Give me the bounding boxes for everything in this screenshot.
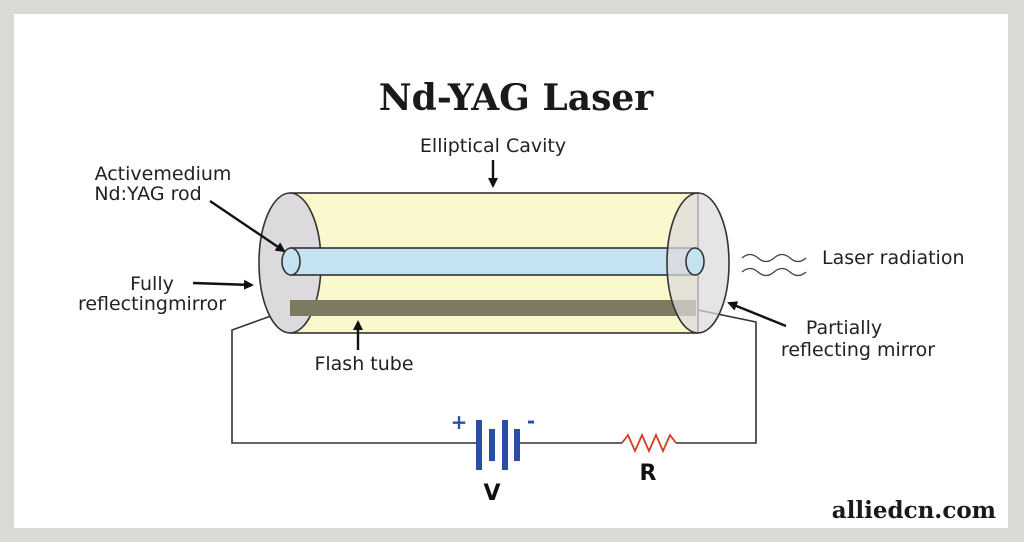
diagram-frame: Nd-YAG Laser + - V R Ellipt bbox=[14, 14, 1008, 528]
left-wire bbox=[231, 311, 476, 444]
flash-tube-label: Flash tube bbox=[314, 353, 413, 375]
laser-radiation-icon bbox=[741, 253, 807, 277]
laser-radiation-label: Laser radiation bbox=[822, 247, 965, 269]
rod-left-end bbox=[281, 247, 301, 276]
positive-terminal-label: + bbox=[451, 410, 468, 434]
active-medium-label: Activemedium bbox=[95, 163, 232, 185]
flash-tube bbox=[290, 300, 696, 316]
reflecting-mirror-label: reflectingmirror bbox=[78, 293, 226, 315]
partially-reflecting-arrow bbox=[727, 301, 787, 328]
elliptical-cavity-label: Elliptical Cavity bbox=[420, 135, 566, 157]
circuit-wires bbox=[231, 309, 757, 444]
resistor-label: R bbox=[640, 461, 657, 486]
nd-yag-laser-diagram: Nd-YAG Laser + - V R Ellipt bbox=[78, 77, 996, 524]
fully-reflecting-arrow bbox=[192, 279, 254, 290]
voltage-label: V bbox=[483, 481, 500, 506]
active-medium-arrow bbox=[209, 200, 286, 253]
battery-icon bbox=[476, 420, 520, 470]
negative-terminal-label: - bbox=[527, 409, 535, 433]
nd-yag-rod-label: Nd:YAG rod bbox=[94, 183, 201, 205]
site-watermark: alliedcn.com bbox=[832, 497, 996, 524]
rod-right-end bbox=[685, 247, 705, 276]
fully-label: Fully bbox=[130, 273, 174, 295]
nd-yag-rod bbox=[290, 247, 696, 276]
partially-reflecting-mirror-label: reflecting mirror bbox=[781, 339, 935, 361]
resistor-icon bbox=[621, 432, 677, 454]
partially-label: Partially bbox=[806, 317, 882, 339]
right-wire bbox=[676, 309, 757, 444]
diagram-title: Nd-YAG Laser bbox=[379, 77, 654, 119]
pointer-arrows bbox=[192, 160, 787, 350]
